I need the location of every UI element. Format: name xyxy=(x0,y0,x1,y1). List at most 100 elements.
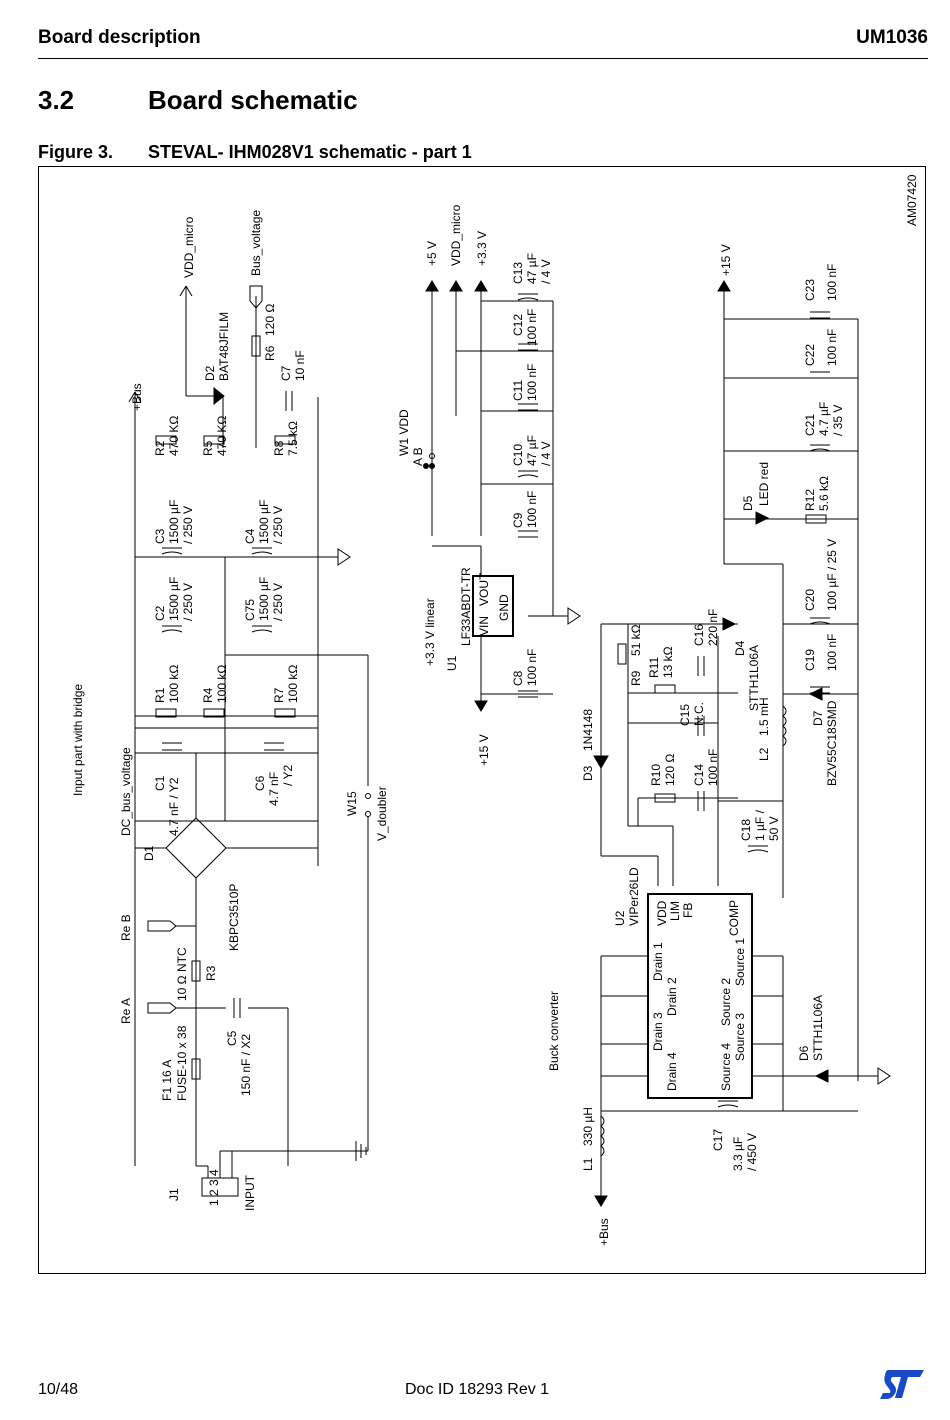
schematic-figure: AM07420 xyxy=(38,166,926,1274)
header-section: Board description xyxy=(38,27,201,48)
net-vdd-micro-2: VDD_micro xyxy=(449,204,463,266)
c5-value: 150 nF / X2 xyxy=(239,1034,253,1096)
label-buck-section: Buck converter xyxy=(547,991,561,1071)
r4-value: 100 kΩ xyxy=(215,665,229,703)
r1-value: 100 kΩ xyxy=(167,665,181,703)
c23-value: 100 nF xyxy=(825,264,839,301)
jumper-w1: W1 VDD xyxy=(397,409,411,456)
c10-value: 47 µF xyxy=(525,435,539,466)
c2-ref: C2 xyxy=(153,605,167,621)
c9-value: 100 nF xyxy=(525,491,539,528)
c18-value: 1 µF / xyxy=(753,809,767,841)
c14-value: 100 nF xyxy=(706,749,720,786)
c75-voltage: / 250 V xyxy=(271,583,285,621)
c17-voltage: / 450 V xyxy=(745,1133,759,1171)
d7-part: BZV55C18SMD xyxy=(825,700,839,786)
c1-value: 4.7 nF / Y2 xyxy=(167,777,181,836)
st-logo-icon xyxy=(878,1368,928,1407)
c17-value: 3.3 µF xyxy=(731,1137,745,1171)
d6-part: STTH1L06A xyxy=(811,995,825,1061)
c2-value: 1500 µF xyxy=(167,577,181,621)
u2-source2: Source 2 xyxy=(719,978,733,1026)
c7-ref: C7 xyxy=(279,365,293,381)
u2-ref: U2 xyxy=(613,910,627,926)
jumper-w1-ab: A B xyxy=(411,447,425,466)
c5-ref: C5 xyxy=(225,1030,239,1046)
d4-ref: D4 xyxy=(733,640,747,656)
linear-regulator-section xyxy=(423,280,581,712)
j1-pins: 1 2 3 4 xyxy=(207,1169,221,1206)
c6-rating: / Y2 xyxy=(281,765,295,786)
c13-value: 47 µF xyxy=(525,253,539,284)
d3-ref: D3 xyxy=(581,765,595,781)
u2-drain2: Drain 2 xyxy=(665,977,679,1016)
net-plus-bus-2: +Bus xyxy=(597,1218,611,1246)
r12-value: 5.6 kΩ xyxy=(817,476,831,511)
c10-voltage: / 4 V xyxy=(539,441,553,466)
d1-ref: D1 xyxy=(142,845,156,861)
d7-ref: D7 xyxy=(811,710,825,726)
net-re-a: Re A xyxy=(119,998,133,1024)
c22-ref: C22 xyxy=(803,344,817,366)
f1-ref: F1 16 A xyxy=(160,1060,174,1101)
net-plus3v3: +3.3 V xyxy=(475,231,489,266)
net-plus15-right: +15 V xyxy=(719,244,733,276)
c3-ref: C3 xyxy=(153,528,167,544)
c16-value: 220 nF xyxy=(706,609,720,646)
buck-section xyxy=(593,280,891,1207)
label-input-section: Input part with bridge xyxy=(71,684,85,796)
c20-value: 100 µF / 25 V xyxy=(825,539,839,611)
c1-ref: C1 xyxy=(153,775,167,791)
c2-voltage: / 250 V xyxy=(181,583,195,621)
net-input: INPUT xyxy=(243,1174,257,1211)
figure-label: Figure 3. xyxy=(38,142,114,162)
c19-ref: C19 xyxy=(803,649,817,671)
d6-ref: D6 xyxy=(797,1045,811,1061)
header-doc-number: UM1036 xyxy=(856,27,928,48)
net-dc-bus-voltage: DC_bus_voltage xyxy=(119,747,133,836)
r5-value: 470 KΩ xyxy=(215,416,229,456)
c6-value: 4.7 nF xyxy=(267,772,281,806)
figure-id: AM07420 xyxy=(905,174,919,226)
c18-voltage: 50 V xyxy=(767,816,781,841)
c4-value: 1500 µF xyxy=(257,500,271,544)
c23-ref: C23 xyxy=(803,279,817,301)
c22-value: 100 nF xyxy=(825,329,839,366)
u2-comp: COMP xyxy=(727,900,741,936)
c4-voltage: / 250 V xyxy=(271,506,285,544)
l1-ref: L1 xyxy=(581,1157,595,1171)
c15-value: N.C. xyxy=(692,702,706,726)
schematic-drawing: AM07420 xyxy=(38,166,926,1274)
r1-ref: R1 xyxy=(153,687,167,703)
c13-voltage: / 4 V xyxy=(539,259,553,284)
d1-part: KBPC3510P xyxy=(227,884,241,951)
r9-value: 51 kΩ xyxy=(629,624,643,656)
u2-lim: LIM xyxy=(668,901,682,921)
net-plus5: +5 V xyxy=(425,241,439,266)
c14-ref: C14 xyxy=(692,764,706,786)
u2-fb: FB xyxy=(681,903,695,918)
d2-part: BAT48JFILM xyxy=(217,312,231,381)
c75-value: 1500 µF xyxy=(257,577,271,621)
r7-ref: R7 xyxy=(272,687,286,703)
c18-ref: C18 xyxy=(739,819,753,841)
c11-ref: C11 xyxy=(511,380,525,401)
c21-value: 4.7 µF xyxy=(817,402,831,436)
u1-part: LF33ABDT-TR xyxy=(459,567,473,646)
u2-drain3: Drain 3 xyxy=(651,1012,665,1051)
u1-ref: U1 xyxy=(445,655,459,671)
jumper-w15: W15 xyxy=(345,791,359,816)
c12-ref: C12 xyxy=(511,314,525,336)
l2-value: 1.5 mH xyxy=(757,697,771,736)
net-plus15-left: +15 V xyxy=(477,734,491,766)
u2-source4: Source 4 xyxy=(719,1043,733,1091)
net-v-doubler: V_doubler xyxy=(375,786,389,841)
doc-id: Doc ID 18293 Rev 1 xyxy=(405,1381,550,1398)
net-plus-bus: +Bus xyxy=(130,383,144,411)
r12-ref: R12 xyxy=(803,489,817,511)
c8-value: 100 nF xyxy=(525,649,539,686)
page-number: 10/48 xyxy=(38,1381,79,1398)
r3-ref: R3 xyxy=(204,965,218,981)
c3-voltage: / 250 V xyxy=(181,506,195,544)
r11-ref: R11 xyxy=(647,657,661,678)
